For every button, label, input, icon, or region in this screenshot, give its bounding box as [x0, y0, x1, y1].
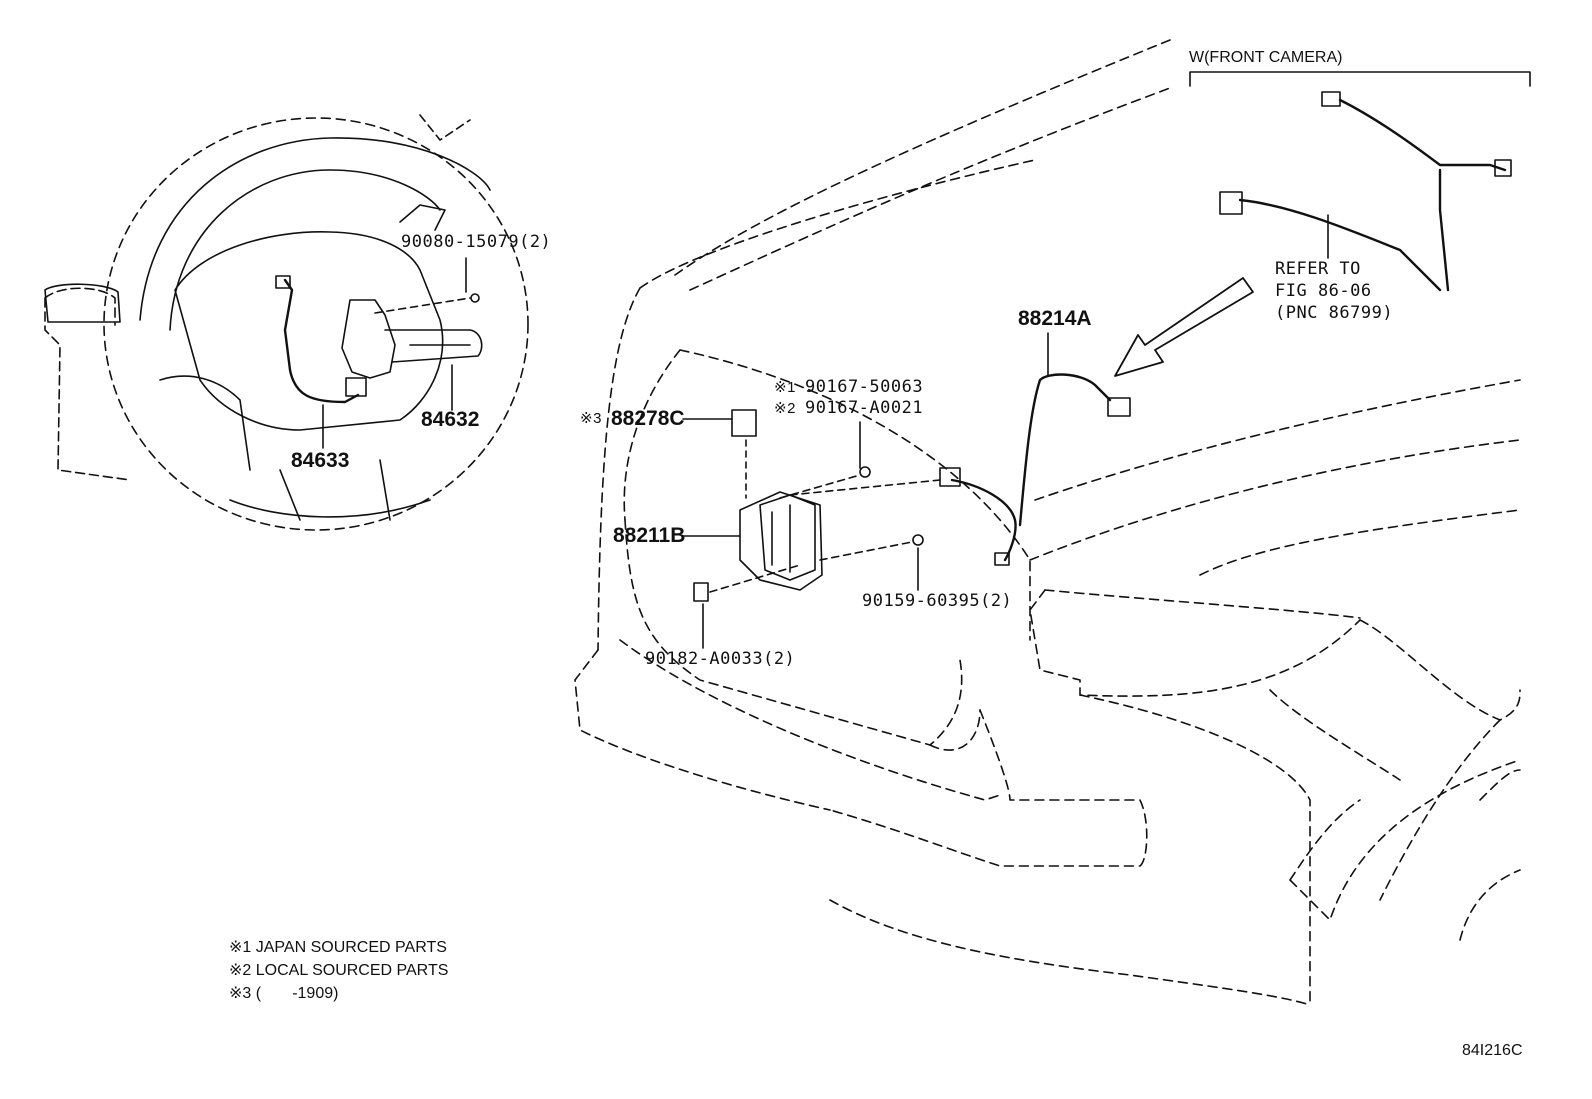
- figure-code: 84I216C: [1462, 1042, 1523, 1059]
- mark-2: ※2: [774, 400, 796, 417]
- harness-88214A: [940, 333, 1130, 565]
- a-pillar-inner: [624, 350, 680, 520]
- fender-arc: [1200, 510, 1520, 575]
- camera-connector-2: [1495, 160, 1511, 176]
- switch-body: [342, 300, 395, 378]
- wheel-spoke-top: [400, 205, 445, 230]
- harness-84633: [285, 280, 358, 402]
- note-date-range: ※3 ( -1909): [229, 985, 339, 1002]
- vehicle-body: [575, 40, 1520, 1005]
- fender-lower: [1480, 770, 1520, 800]
- headlight: [1030, 590, 1360, 696]
- front-wheel-inner: [1460, 870, 1520, 940]
- label-90080[interactable]: 90080-15079(2): [401, 232, 552, 252]
- camera-harness-1: [1340, 100, 1505, 170]
- label-90182[interactable]: 90182-A0033(2): [645, 649, 796, 669]
- screw-90159: [913, 535, 923, 545]
- windshield-upper: [640, 160, 1035, 288]
- note-local-sourced: ※2 LOCAL SOURCED PARTS: [229, 962, 449, 979]
- switch-lever: [385, 330, 482, 362]
- bracket-88278C: [732, 410, 756, 436]
- label-88211B[interactable]: 88211B: [613, 524, 686, 547]
- sill-line: [620, 640, 1000, 800]
- harness-connector-bottom: [346, 378, 366, 396]
- label-88214A[interactable]: 88214A: [1018, 307, 1092, 330]
- wheel-arch: [1360, 620, 1520, 720]
- label-88278C[interactable]: 88278C: [611, 407, 685, 430]
- wheel-lower-rim: [230, 500, 430, 517]
- camera-connector-3: [1220, 192, 1242, 214]
- refer-line-2[interactable]: FIG 86-06: [1275, 281, 1372, 301]
- camera-harness-2: [1240, 170, 1448, 290]
- ecu-assembly: [683, 410, 940, 648]
- label-84633[interactable]: 84633: [291, 449, 350, 472]
- hood-line-2: [1030, 440, 1520, 560]
- wheel-spoke-bottom: [280, 460, 390, 520]
- grille-line: [1270, 690, 1400, 780]
- mark-1: ※1: [774, 379, 796, 396]
- dash-90080: [375, 298, 470, 313]
- wheel-rim-top-right: [420, 115, 470, 140]
- harness-88214A-connector-2: [1108, 398, 1130, 416]
- wheel-hub: [175, 232, 443, 430]
- column-cover-solid: [45, 284, 120, 322]
- harness-connector-top: [276, 276, 290, 288]
- fender-front: [830, 710, 1147, 866]
- label-90159[interactable]: 90159-60395(2): [862, 591, 1013, 611]
- label-84632[interactable]: 84632: [421, 408, 480, 431]
- front-arc-right: [1380, 720, 1500, 900]
- camera-connector-1: [1322, 92, 1340, 106]
- bumper-lower: [830, 900, 1310, 1005]
- dash-90182: [710, 565, 800, 592]
- harness-88214A-connector-1: [940, 468, 960, 486]
- column-cover: [45, 288, 130, 480]
- door-line: [625, 520, 962, 745]
- harness-88214A-wire: [952, 375, 1110, 560]
- cowl-line: [680, 350, 1030, 640]
- nut-90182: [694, 583, 708, 601]
- hood-line: [1035, 380, 1520, 500]
- ecu-88211B-body: [740, 492, 822, 590]
- detail-circle: [104, 118, 528, 530]
- headlight-top: [1045, 590, 1360, 618]
- group-bracket: [1190, 72, 1530, 86]
- label-90167-50063[interactable]: 90167-50063: [805, 377, 924, 397]
- roof-line-2: [690, 88, 1170, 290]
- note-japan-sourced: ※1 JAPAN SOURCED PARTS: [229, 939, 447, 956]
- refer-line-1[interactable]: REFER TO: [1275, 259, 1361, 279]
- screw-90080: [471, 294, 479, 302]
- wheel-arch-2: [1290, 760, 1520, 920]
- screw-90167: [860, 467, 870, 477]
- fog-area: [1290, 800, 1360, 880]
- harness-88214A-connector-3: [995, 553, 1009, 565]
- wheel-rim-outer: [140, 138, 490, 320]
- bumper-line: [1080, 695, 1310, 1005]
- a-pillar: [598, 288, 640, 650]
- ecu-88211B-top: [760, 495, 815, 580]
- wheel-rim-inner: [170, 170, 440, 330]
- group-title: W(FRONT CAMERA): [1189, 49, 1343, 66]
- dash-ecu-to-harness: [790, 480, 940, 495]
- label-90167-A0021[interactable]: 90167-A0021: [805, 398, 924, 418]
- lower-door: [575, 650, 830, 810]
- mark-3: ※3: [580, 410, 602, 427]
- mirror-triangle: [930, 710, 980, 750]
- roof-line: [675, 40, 1170, 275]
- steering-wheel-detail: [45, 115, 528, 530]
- front-camera-group: [1190, 72, 1530, 290]
- refer-line-3[interactable]: (PNC 86799): [1275, 303, 1394, 323]
- wheel-spoke-left: [160, 376, 250, 470]
- direction-arrow: [1115, 278, 1253, 376]
- dash-90159: [820, 542, 912, 560]
